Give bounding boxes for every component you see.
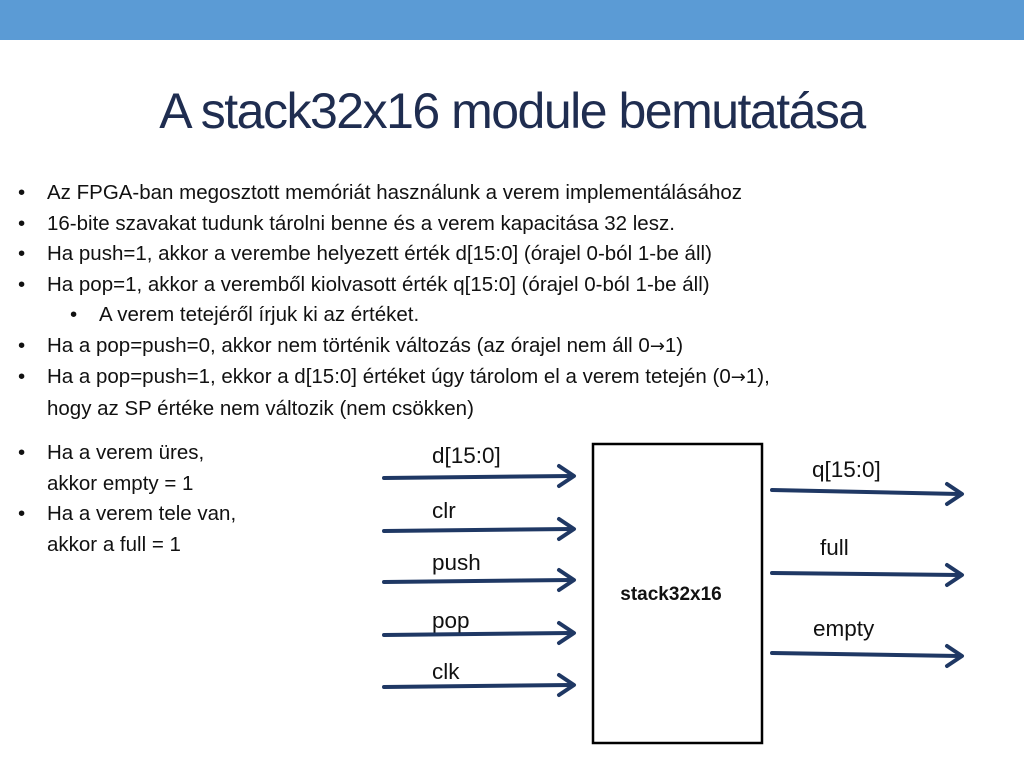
input-arrow-push: [382, 568, 576, 592]
output-arrow-empty: [770, 644, 964, 668]
bullet-item: • Ha a pop=push=1, ekkor a d[15:0] érték…: [18, 362, 1008, 424]
bullet-dot: •: [18, 333, 26, 357]
input-label-clr: clr: [432, 498, 456, 523]
bullet-item: • Ha push=1, akkor a verembe helyezett é…: [18, 239, 1008, 270]
input-arrow-clk: [382, 673, 576, 697]
bullet-text: Ha push=1, akkor a verembe helyezett ért…: [47, 242, 712, 265]
bullet-item: • Az FPGA-ban megosztott memóriát haszná…: [18, 178, 1008, 209]
input-arrow-d: [382, 464, 576, 488]
bullet-text-line1: Ha a verem tele van,: [47, 502, 237, 525]
input-arrow-pop: [382, 621, 576, 645]
side-bullet-item: • Ha a verem tele van, akkor a full = 1: [18, 499, 308, 560]
bullet-dot: •: [18, 365, 26, 388]
bullet-text-continuation: hogy az SP értéke nem változik (nem csök…: [47, 396, 474, 420]
output-arrow-q: [770, 482, 964, 506]
arrow-right-icon: →: [730, 367, 746, 388]
output-label-full: full: [820, 535, 849, 560]
bullet-dot: •: [18, 441, 26, 464]
input-label-d: d[15:0]: [432, 443, 501, 468]
bullet-item: • Ha pop=1, akkor a veremből kiolvasott …: [18, 270, 1008, 301]
output-label-empty: empty: [813, 616, 875, 641]
bullet-dot: •: [18, 211, 26, 235]
input-label-pop: pop: [432, 608, 470, 633]
input-arrow-clr: [382, 517, 576, 541]
output-arrow-full: [770, 563, 964, 587]
bullet-dot: •: [18, 181, 26, 204]
input-label-clk: clk: [432, 659, 460, 684]
side-bullet-item: • Ha a verem üres, akkor empty = 1: [18, 438, 308, 499]
output-label-q: q[15:0]: [812, 457, 881, 482]
bullet-text-end: 1): [664, 333, 684, 357]
bullet-text: Ha pop=1, akkor a veremből kiolvasott ér…: [47, 272, 710, 296]
bullet-text-line2: akkor empty = 1: [47, 471, 194, 495]
module-box: [591, 442, 764, 745]
sub-bullet-item: • A verem tetejéről írjuk ki az értéket.: [70, 300, 1008, 331]
bullet-dot: •: [18, 502, 26, 525]
bullet-dot: •: [18, 272, 26, 296]
bullet-text-line1: Ha a verem üres,: [47, 441, 205, 464]
bullet-text-start: Ha a pop=push=0, akkor nem történik vált…: [47, 333, 650, 357]
top-accent-bar: [0, 0, 1024, 40]
bullet-text-line2: akkor a full = 1: [47, 532, 181, 556]
bullet-item: • Ha a pop=push=0, akkor nem történik vá…: [18, 331, 1008, 363]
side-bullet-list: • Ha a verem üres, akkor empty = 1 • Ha …: [18, 438, 308, 560]
bullet-text: A verem tetejéről írjuk ki az értéket.: [99, 303, 420, 326]
bullet-text-start: Ha a pop=push=1, ekkor a d[15:0] értéket…: [47, 365, 731, 388]
bullet-text: Az FPGA-ban megosztott memóriát használu…: [47, 181, 743, 204]
bullet-dot: •: [18, 242, 26, 265]
bullet-text-end: 1),: [745, 365, 770, 388]
bullet-item: • 16-bite szavakat tudunk tárolni benne …: [18, 209, 1008, 240]
bullet-text: 16-bite szavakat tudunk tárolni benne és…: [47, 211, 675, 235]
module-name-label: stack32x16: [620, 584, 722, 605]
bullet-dot: •: [70, 303, 78, 326]
input-label-push: push: [432, 550, 481, 575]
arrow-right-icon: →: [649, 335, 665, 357]
bullet-list: • Az FPGA-ban megosztott memóriát haszná…: [18, 178, 1008, 424]
slide-title: A stack32x16 module bemutatása: [159, 83, 866, 139]
